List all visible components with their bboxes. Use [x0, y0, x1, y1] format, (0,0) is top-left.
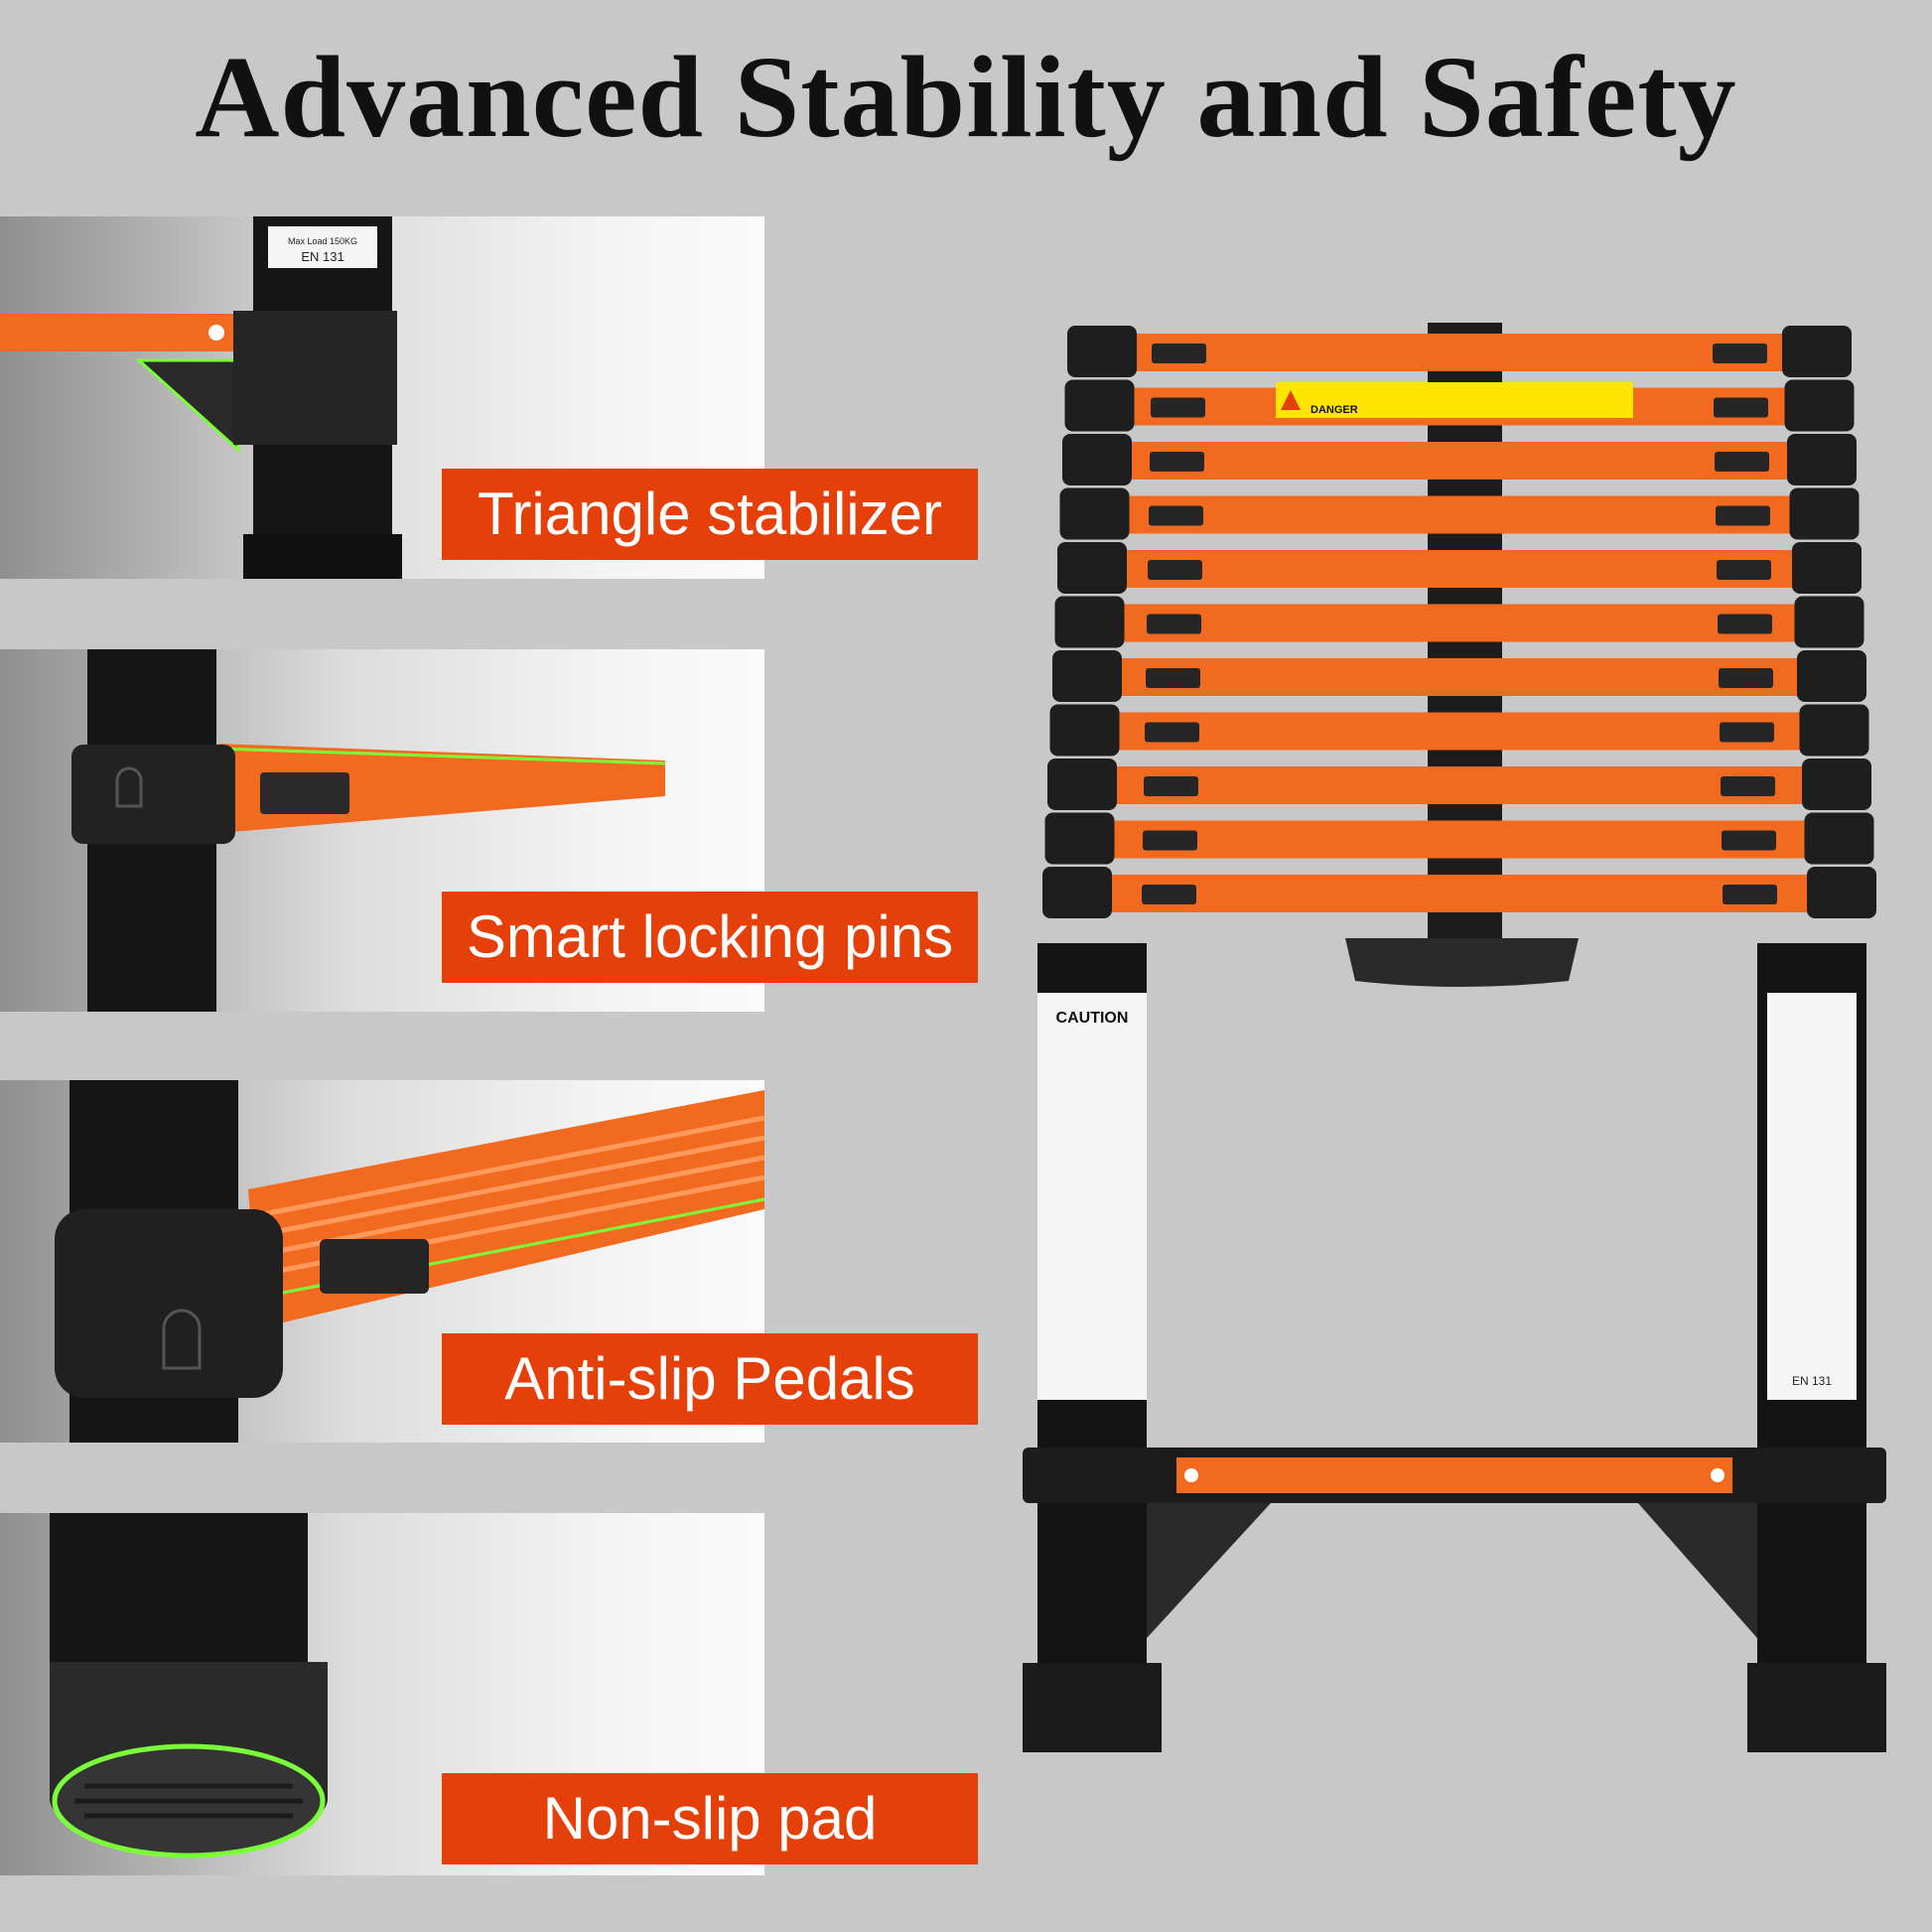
- left-triangle-stabilizer: [1147, 1503, 1271, 1638]
- panel-standard-label: EN 131: [301, 249, 344, 264]
- non-slip-pad-label: Non-slip pad: [442, 1773, 978, 1864]
- ladder-handle: [1345, 938, 1579, 987]
- ladder-rung: [1059, 487, 1860, 540]
- caution-label: CAUTION: [1056, 1010, 1129, 1027]
- ladder-rung: [1044, 812, 1874, 865]
- right-foot-pad: [1747, 1663, 1886, 1752]
- stabilizer-bar: [1176, 1457, 1732, 1493]
- danger-sticker: [1276, 382, 1633, 418]
- ladder-rung: [1052, 650, 1866, 702]
- triangle-stabilizer-illustration: Max Load 150KG EN 131: [0, 216, 402, 579]
- caution-sticker: [1037, 993, 1147, 1400]
- ladder-rung: [1067, 326, 1852, 377]
- non-slip-pad-illustration: [50, 1513, 328, 1859]
- ladder-rung: [1049, 704, 1869, 757]
- ladder-rung: [1062, 434, 1857, 485]
- standard-label: EN 131: [1792, 1374, 1832, 1388]
- page-title: Advanced Stability and Safety: [195, 32, 1737, 162]
- anti-slip-pedals-label: Anti-slip Pedals: [442, 1333, 978, 1425]
- ladder-illustration: CAUTION EN 131 DANGER: [1023, 323, 1886, 1752]
- non-slip-pad-panel: [0, 1513, 764, 1875]
- smart-locking-pins-label: Smart locking pins: [442, 892, 978, 983]
- anti-slip-pedals-illustration: [55, 1080, 764, 1443]
- left-foot-pad: [1023, 1663, 1162, 1752]
- smart-locking-pins-illustration: [71, 649, 666, 1012]
- danger-label: DANGER: [1311, 404, 1358, 416]
- ladder-rung: [1042, 867, 1876, 918]
- safety-pictogram-sticker: [1767, 993, 1857, 1400]
- triangle-stabilizer-label: Triangle stabilizer: [442, 469, 978, 560]
- ladder-rung: [1047, 759, 1871, 810]
- svg-text:Max Load 150KG: Max Load 150KG: [288, 236, 357, 246]
- right-triangle-stabilizer: [1638, 1503, 1757, 1638]
- triangle-stabilizer-panel: Max Load 150KG EN 131: [0, 216, 764, 579]
- ladder-rung: [1054, 596, 1864, 648]
- ladder-rung: [1057, 542, 1862, 594]
- telescopic-ladder: CAUTION EN 131 DANGER: [1013, 318, 1906, 1772]
